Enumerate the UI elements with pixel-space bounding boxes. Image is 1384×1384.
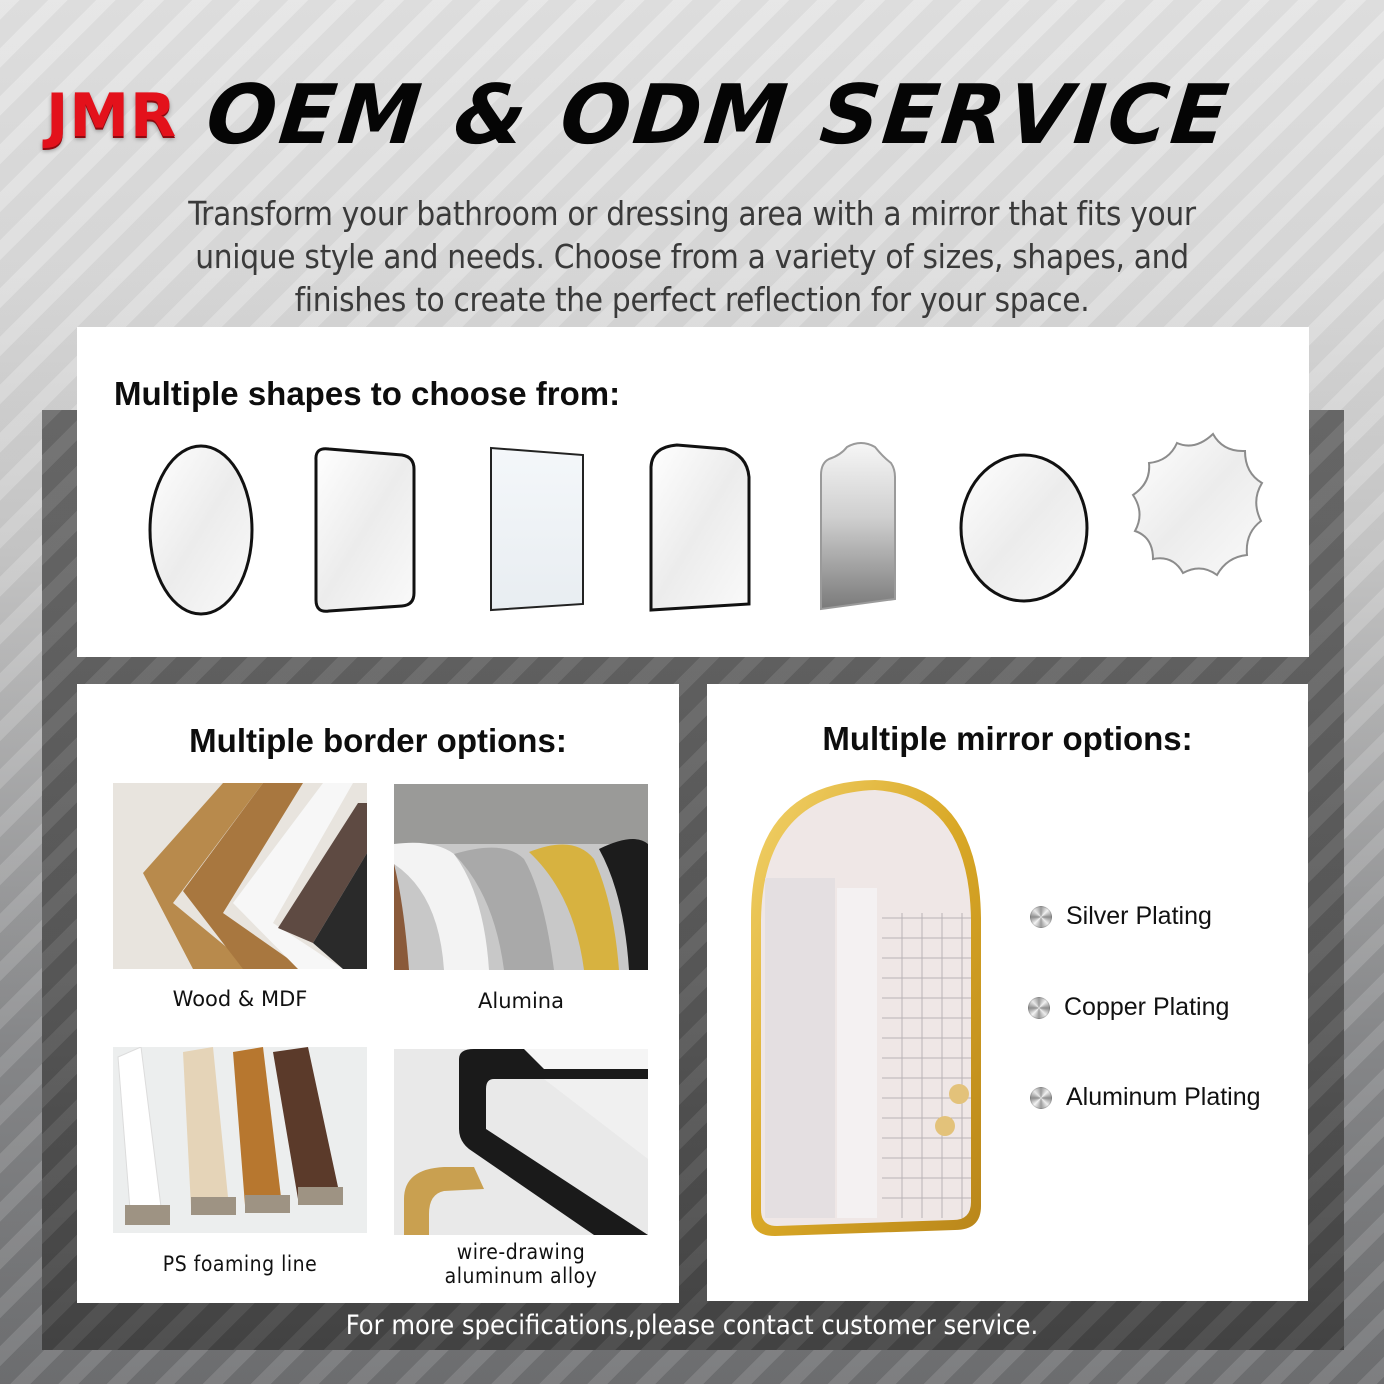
- mirror-option-label: Silver Plating: [1066, 902, 1212, 930]
- intro-text: Transform your bathroom or dressing area…: [100, 192, 1284, 321]
- intro-line: Transform your bathroom or dressing area…: [188, 194, 1196, 233]
- mirror-option-copper: Copper Plating: [1028, 993, 1229, 1022]
- footer-note: For more specifications,please contact c…: [345, 1310, 1039, 1341]
- header: JMR OEM & ODM SERVICE: [46, 66, 1236, 166]
- ps-foaming-line-image: [113, 1047, 367, 1233]
- jmr-logo: JMR: [46, 81, 178, 151]
- mirror-option-label: Aluminum Plating: [1066, 1083, 1261, 1111]
- alumina-image: [394, 784, 648, 970]
- chrome-bullet-icon: [1028, 996, 1050, 1019]
- shape-rounded-rectangle-icon: [314, 447, 416, 613]
- wire-drawing-label-line1: wire-drawing: [456, 1240, 586, 1264]
- intro-line: finishes to create the perfect reflectio…: [294, 280, 1090, 319]
- shapes-card: Multiple shapes to choose from:: [77, 327, 1309, 657]
- border-options-title: Multiple border options:: [189, 722, 567, 759]
- shape-scalloped-arch-icon: [820, 442, 896, 611]
- shape-round-icon: [959, 453, 1089, 603]
- mirror-option-aluminum: Aluminum Plating: [1030, 1083, 1261, 1112]
- intro-line: unique style and needs. Choose from a va…: [195, 237, 1189, 276]
- shape-rectangle-icon: [490, 446, 584, 612]
- mirror-option-label: Copper Plating: [1064, 993, 1230, 1021]
- shape-oval-icon: [148, 444, 254, 616]
- wood-mdf-label: Wood & MDF: [172, 987, 308, 1011]
- shape-arch-top-icon: [649, 443, 751, 612]
- shapes-row: [148, 432, 1264, 616]
- mirror-options-card: Multiple mirror options:: [707, 684, 1308, 1301]
- alumina-label: Alumina: [478, 989, 564, 1013]
- page-title: OEM & ODM SERVICE: [202, 68, 1236, 163]
- mirror-option-silver: Silver Plating: [1030, 902, 1212, 931]
- shapes-title: Multiple shapes to choose from:: [114, 375, 621, 412]
- wood-mdf-image: [113, 783, 367, 969]
- shape-sunburst-icon: [1131, 432, 1264, 577]
- chrome-bullet-icon: [1030, 905, 1052, 928]
- gold-arch-mirror-image: [751, 780, 981, 1236]
- ps-foaming-line-label: PS foaming line: [162, 1252, 318, 1276]
- chrome-bullet-icon: [1030, 1086, 1052, 1109]
- wire-drawing-label-line2: aluminum alloy: [444, 1264, 598, 1288]
- wire-drawing-aluminum-image: [394, 1049, 648, 1235]
- wire-drawing-aluminum-label: wire-drawing aluminum alloy: [394, 1240, 648, 1288]
- border-options-card: Multiple border options: Wood & MDF Alum…: [77, 684, 679, 1303]
- mirror-options-title: Multiple mirror options:: [822, 720, 1193, 757]
